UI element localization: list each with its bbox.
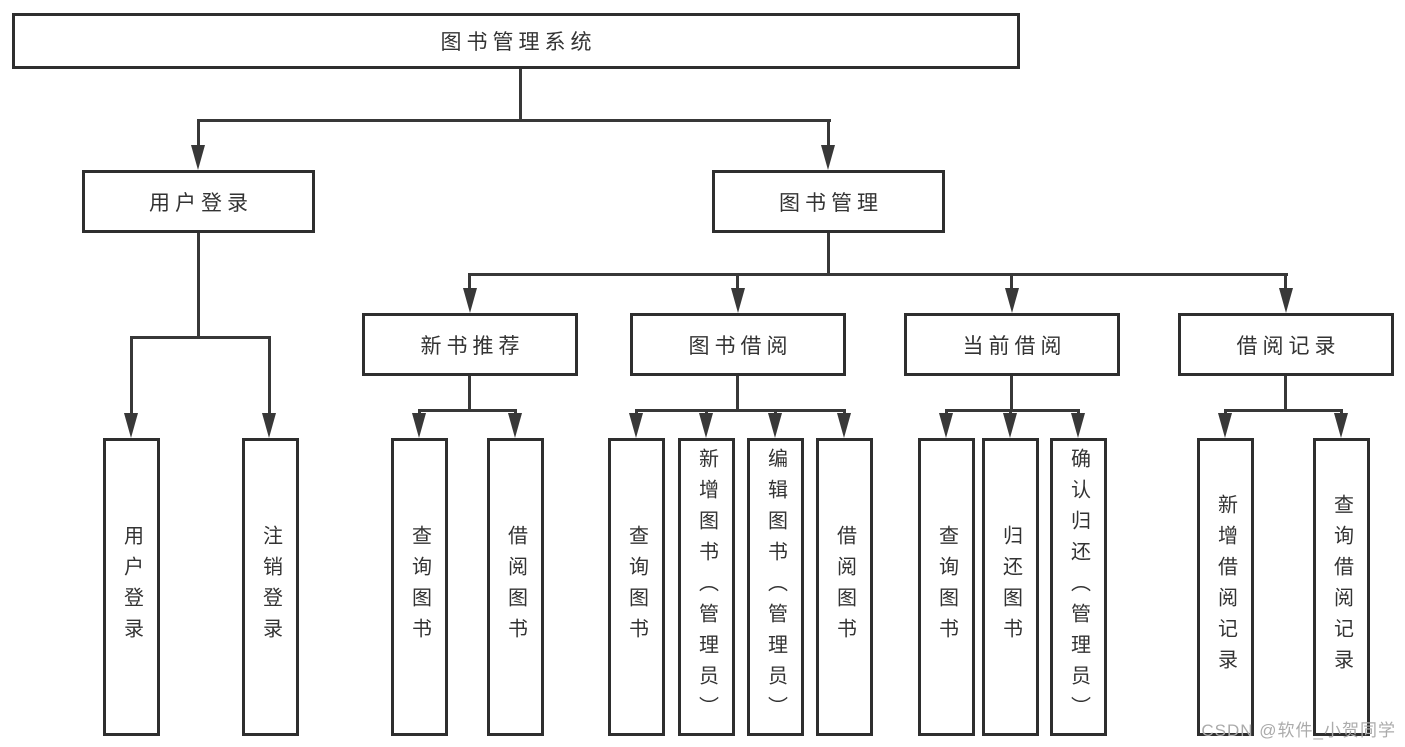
node-label: 用户登录 [149,191,253,215]
node-label: 新增借阅记录 [1214,494,1237,680]
connector-line [1010,376,1013,409]
connector-line [519,69,522,120]
connector-line [1284,273,1287,295]
connector-line [827,119,830,161]
connector-line [468,376,471,409]
connector-line [1284,376,1287,409]
node-label: 归还图书 [999,525,1022,649]
connector-line [635,409,846,412]
arrow-down-icon [629,413,643,438]
connector-line [268,336,271,418]
csdn-watermark: CSDN @软件_小贺同学 [1201,721,1396,740]
node-label: 新书推荐 [420,334,525,358]
arrow-down-icon [837,413,851,438]
arrow-down-icon [699,413,713,438]
arrow-down-icon [191,145,205,170]
connector-line [197,119,200,161]
node-label: 查询图书 [408,525,431,649]
arrow-down-icon [1218,413,1232,438]
arrow-down-icon [508,413,522,438]
node-book-borrowing: 图书借阅 [630,313,846,376]
arrow-down-icon [262,413,276,438]
node-new-book-recommend: 新书推荐 [362,313,578,376]
leaf-query-borrow-record: 查询借阅记录 [1313,438,1370,736]
connector-line [197,119,831,122]
connector-line [468,273,1288,276]
leaf-confirm-return-admin: 确认归还（管理员） [1050,438,1107,736]
connector-line [736,376,739,409]
connector-line [736,273,739,295]
node-user-login: 用户登录 [82,170,315,233]
arrow-down-icon [1279,288,1293,313]
leaf-logout: 注销登录 [242,438,299,736]
arrow-down-icon [939,413,953,438]
leaf-add-book-admin: 新增图书（管理员） [678,438,735,736]
arrow-down-icon [768,413,782,438]
connector-line [945,409,1080,412]
connector-line [468,273,471,295]
node-label: 查询图书 [935,525,958,649]
node-label: 图书管理系统 [440,31,597,54]
node-label: 新增图书（管理员） [695,447,718,727]
connector-line [130,336,133,418]
node-label: 用户登录 [120,525,143,649]
leaf-query-books-current: 查询图书 [918,438,975,736]
leaf-user-login: 用户登录 [103,438,160,736]
connector-line [1224,409,1343,412]
node-label: 借阅图书 [833,525,856,649]
node-label: 图书管理 [779,191,883,215]
leaf-query-books-recommend: 查询图书 [391,438,448,736]
node-current-borrowing: 当前借阅 [904,313,1120,376]
connector-line [418,409,517,412]
node-label: 确认归还（管理员） [1067,447,1090,727]
node-label: 查询借阅记录 [1330,494,1353,680]
node-label: 借阅图书 [504,525,527,649]
leaf-query-books-borrowing: 查询图书 [608,438,665,736]
arrow-down-icon [1003,413,1017,438]
arrow-down-icon [412,413,426,438]
arrow-down-icon [821,145,835,170]
node-label: 查询图书 [625,525,648,649]
leaf-add-borrow-record: 新增借阅记录 [1197,438,1254,736]
node-label: 当前借阅 [962,334,1067,358]
leaf-borrow-books-recommend: 借阅图书 [487,438,544,736]
arrow-down-icon [731,288,745,313]
node-book-management: 图书管理 [712,170,945,233]
connector-line [197,233,200,336]
leaf-edit-book-admin: 编辑图书（管理员） [747,438,804,736]
arrow-down-icon [124,413,138,438]
connector-line [1010,273,1013,295]
arrow-down-icon [1334,413,1348,438]
arrow-down-icon [1005,288,1019,313]
node-label: 注销登录 [259,525,282,649]
connector-line [827,233,830,273]
node-borrowing-records: 借阅记录 [1178,313,1394,376]
leaf-return-book: 归还图书 [982,438,1039,736]
node-label: 图书借阅 [688,334,793,358]
node-label: 借阅记录 [1236,334,1341,358]
leaf-borrow-books: 借阅图书 [816,438,873,736]
node-library-system: 图书管理系统 [12,13,1020,69]
arrow-down-icon [463,288,477,313]
connector-line [130,336,271,339]
node-label: 编辑图书（管理员） [764,447,787,727]
arrow-down-icon [1071,413,1085,438]
